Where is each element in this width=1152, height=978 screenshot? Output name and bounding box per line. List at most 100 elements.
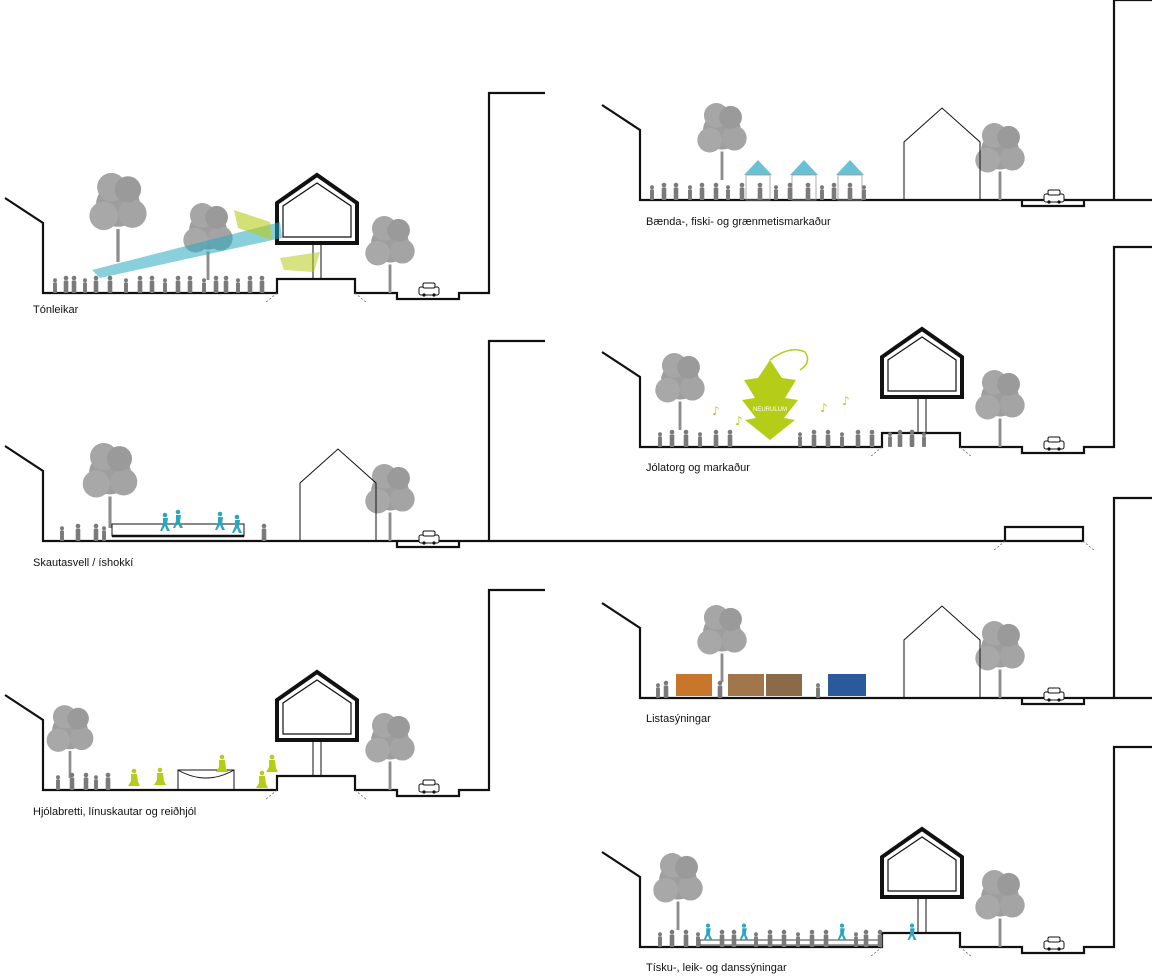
person	[847, 182, 853, 200]
person	[69, 772, 75, 790]
person	[767, 929, 773, 947]
person	[805, 182, 811, 200]
person	[816, 683, 820, 698]
music-note-icon: ♪	[842, 394, 850, 408]
car-icon	[1043, 189, 1065, 205]
tree-icon	[975, 370, 1025, 447]
person	[247, 275, 253, 293]
tree-icon	[697, 103, 747, 180]
section-baendamarkadur	[601, 0, 1152, 208]
light-beam	[92, 222, 282, 278]
section-outline	[601, 0, 1152, 208]
caption-jolatorg: Jólatorg og markaður	[646, 462, 750, 474]
underground-line	[992, 540, 1096, 552]
skater-icon	[173, 509, 183, 528]
person	[754, 932, 758, 947]
person	[688, 185, 692, 200]
tree-icon	[975, 621, 1025, 698]
person	[863, 929, 869, 947]
music-note-icon: ♪	[820, 401, 828, 415]
model-icon	[837, 923, 847, 940]
person	[75, 523, 81, 541]
art-panel	[676, 674, 712, 696]
person	[731, 929, 737, 947]
person	[669, 929, 675, 947]
underground-line	[264, 292, 368, 304]
person	[663, 680, 669, 698]
tree-icon	[365, 216, 415, 293]
market-stall	[837, 174, 863, 201]
person	[809, 929, 815, 947]
person	[787, 182, 793, 200]
car-icon	[418, 530, 440, 546]
skater-icon	[215, 511, 225, 530]
section-outline	[4, 339, 1085, 549]
person	[909, 429, 915, 447]
person	[658, 932, 662, 947]
rider-icon	[266, 754, 278, 772]
person	[53, 278, 57, 293]
person	[94, 775, 98, 790]
tree-icon	[975, 123, 1025, 200]
person	[811, 429, 817, 447]
person	[102, 526, 106, 541]
car-icon	[1043, 436, 1065, 452]
section-outline	[601, 745, 1152, 955]
person	[683, 929, 689, 947]
person	[855, 429, 861, 447]
pavilion-inner	[887, 336, 957, 392]
person	[658, 432, 662, 447]
tree-icon	[975, 870, 1025, 947]
tree-icon	[365, 464, 415, 541]
person	[83, 278, 87, 293]
person	[696, 932, 700, 947]
tree-label: NEURULUM	[753, 407, 787, 413]
person	[661, 182, 667, 200]
spacer	[5, 446, 43, 541]
section-outline	[601, 245, 1152, 455]
caption-tiskusyningar: Tísku-, leik- og danssýningar	[646, 962, 787, 974]
art-panel	[728, 674, 764, 696]
rider-icon	[154, 767, 166, 785]
section-jolatorg: NEURULUM♪♪♪♪	[601, 245, 1152, 458]
section-outline	[4, 588, 545, 798]
tree-icon	[655, 353, 705, 430]
underground-line	[869, 446, 973, 458]
person	[825, 429, 831, 447]
model-icon	[907, 923, 917, 940]
pavilion-outline	[299, 448, 377, 541]
person	[727, 429, 733, 447]
person	[236, 278, 240, 293]
person	[823, 929, 829, 947]
section-tonleikar	[4, 91, 545, 304]
person	[187, 275, 193, 293]
person	[713, 182, 719, 200]
person	[202, 278, 206, 293]
caption-baendamarkadur: Bænda-, fiski- og grænmetismarkaður	[646, 216, 831, 228]
runway	[699, 939, 881, 946]
caption-listasyningar: Listasýningar	[646, 713, 711, 725]
market-tent	[744, 160, 772, 175]
pavilion-outline	[903, 107, 981, 200]
music-note-icon: ♪	[712, 404, 720, 418]
car-icon	[418, 282, 440, 298]
pavilion	[275, 669, 359, 742]
stage-light	[280, 252, 320, 272]
person	[739, 182, 745, 200]
person	[261, 523, 267, 541]
spotlight	[234, 210, 272, 240]
person	[83, 772, 89, 790]
person	[683, 429, 689, 447]
market-tent	[790, 160, 818, 175]
person	[774, 185, 778, 200]
tree-icon	[46, 705, 94, 778]
person	[726, 185, 730, 200]
person	[781, 929, 787, 947]
pavilion-inner	[282, 679, 352, 735]
person	[699, 182, 705, 200]
underground-line	[264, 789, 368, 801]
person	[717, 680, 723, 698]
person	[922, 432, 926, 447]
market-tent	[836, 160, 864, 175]
